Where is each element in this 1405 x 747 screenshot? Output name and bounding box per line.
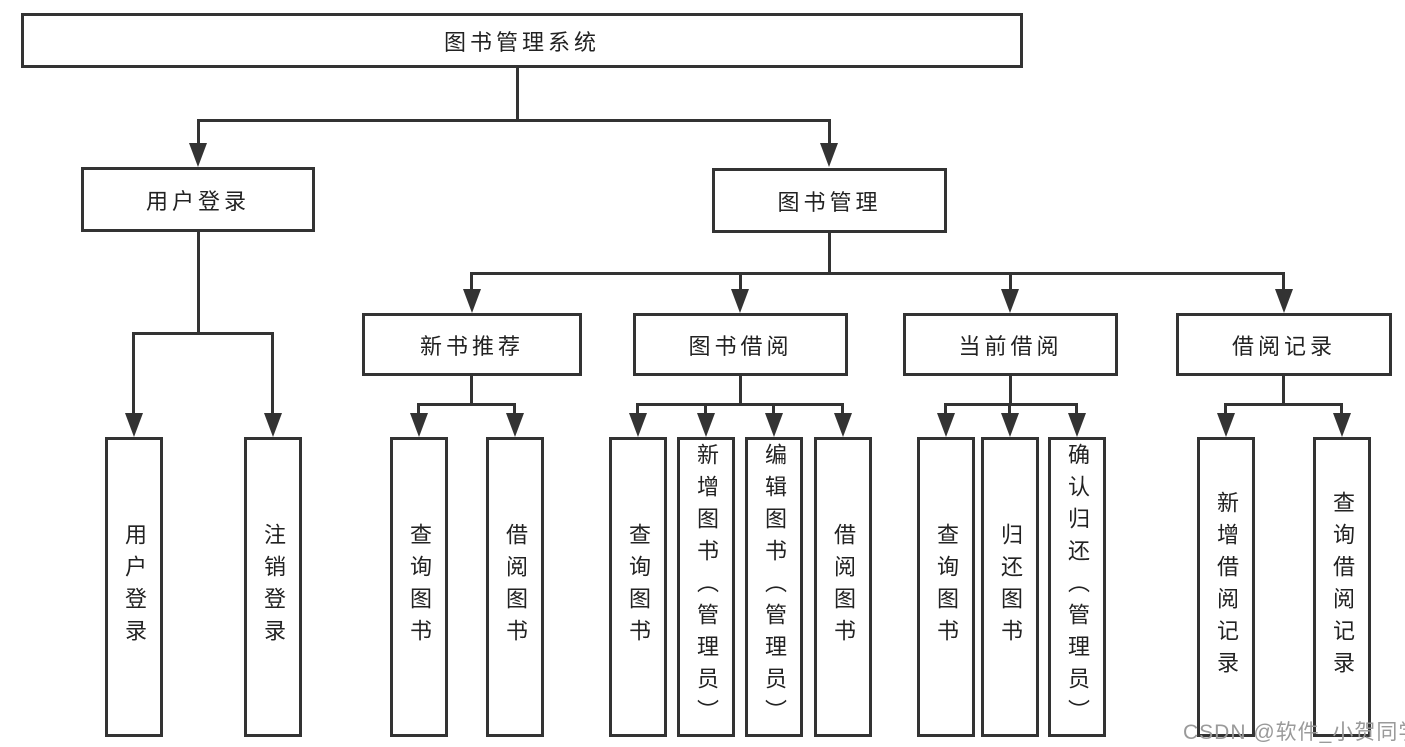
connector-line: [636, 403, 844, 406]
connector-line: [417, 403, 516, 406]
arrowhead-down: [463, 289, 481, 313]
node-leaf-borrow-books-recommend: 借阅图书: [486, 437, 544, 737]
node-leaf-query-books-borrow: 查询图书: [609, 437, 667, 737]
connector-line: [1009, 272, 1012, 292]
connector-line: [197, 119, 200, 146]
node-leaf-query-books-recommend: 查询图书: [390, 437, 448, 737]
arrowhead-down: [1001, 413, 1019, 437]
connector-line: [704, 403, 707, 417]
node-book-management: 图书管理: [712, 168, 947, 233]
connector-line: [470, 272, 473, 292]
connector-line: [944, 403, 947, 417]
connector-line: [132, 332, 274, 335]
connector-line: [739, 272, 742, 292]
arrowhead-down: [1217, 413, 1235, 437]
arrowhead-down: [629, 413, 647, 437]
node-book-borrowing: 图书借阅: [633, 313, 848, 376]
connector-line: [1009, 376, 1012, 406]
connector-line: [470, 376, 473, 406]
node-borrowing-records: 借阅记录: [1176, 313, 1392, 376]
node-label: 查询图书: [934, 523, 959, 651]
node-leaf-borrow-books: 借阅图书: [814, 437, 872, 737]
connector-line: [1224, 403, 1227, 417]
connector-line: [1008, 403, 1011, 417]
arrowhead-down: [834, 413, 852, 437]
arrowhead-down: [1001, 289, 1019, 313]
arrowhead-down: [765, 413, 783, 437]
connector-line: [772, 403, 775, 417]
node-leaf-confirm-return-admin: 确认归还（管理员）: [1048, 437, 1106, 737]
node-label: 查询图书: [626, 523, 651, 651]
arrowhead-down: [1333, 413, 1351, 437]
node-label: 归还图书: [998, 523, 1023, 651]
arrowhead-down: [264, 413, 282, 437]
node-user-login: 用户登录: [81, 167, 315, 232]
connector-line: [636, 403, 639, 417]
node-label: 查询图书: [407, 523, 432, 651]
node-leaf-query-books-current: 查询图书: [917, 437, 975, 737]
node-label: 新增图书（管理员）: [694, 443, 719, 731]
connector-line: [1224, 403, 1343, 406]
connector-line: [828, 119, 831, 146]
connector-line: [1340, 403, 1343, 417]
arrowhead-down: [1275, 289, 1293, 313]
arrowhead-down: [937, 413, 955, 437]
arrowhead-down: [1068, 413, 1086, 437]
node-label: 图书管理: [777, 189, 882, 215]
node-label: 用户登录: [145, 188, 250, 214]
node-label: 编辑图书（管理员）: [762, 443, 787, 731]
node-leaf-add-books-admin: 新增图书（管理员）: [677, 437, 735, 737]
node-leaf-return-books: 归还图书: [981, 437, 1039, 737]
connector-line: [1282, 376, 1285, 406]
node-library-management-system: 图书管理系统: [21, 13, 1023, 68]
arrowhead-down: [820, 143, 838, 167]
node-leaf-edit-books-admin: 编辑图书（管理员）: [745, 437, 803, 737]
connector-line: [197, 119, 831, 122]
connector-line: [516, 68, 519, 121]
node-label: 注销登录: [261, 523, 286, 651]
arrowhead-down: [189, 143, 207, 167]
node-new-book-recommend: 新书推荐: [362, 313, 582, 376]
watermark-text: CSDN @软件_小贺同学: [1183, 721, 1405, 744]
node-label: 确认归还（管理员）: [1065, 443, 1090, 731]
arrowhead-down: [731, 289, 749, 313]
node-label: 查询借阅记录: [1330, 491, 1355, 683]
node-label: 新书推荐: [419, 333, 524, 359]
node-label: 图书借阅: [688, 333, 793, 359]
node-label: 借阅图书: [503, 523, 528, 651]
connector-line: [1282, 272, 1285, 292]
node-leaf-add-borrow-record: 新增借阅记录: [1197, 437, 1255, 737]
arrowhead-down: [410, 413, 428, 437]
connector-line: [1075, 403, 1078, 417]
node-label: 借阅图书: [831, 523, 856, 651]
node-label: 用户登录: [122, 523, 147, 651]
connector-line: [271, 332, 274, 415]
connector-line: [470, 272, 1285, 275]
node-leaf-user-login: 用户登录: [105, 437, 163, 737]
node-current-borrowing: 当前借阅: [903, 313, 1118, 376]
arrowhead-down: [697, 413, 715, 437]
connector-line: [841, 403, 844, 417]
connector-line: [132, 332, 135, 415]
connector-line: [739, 376, 742, 406]
connector-line: [197, 232, 200, 335]
connector-line: [513, 403, 516, 417]
node-label: 图书管理系统: [443, 29, 600, 55]
connector-line: [828, 233, 831, 274]
node-label: 借阅记录: [1231, 333, 1336, 359]
connector-line: [417, 403, 420, 417]
arrowhead-down: [506, 413, 524, 437]
connector-line: [944, 403, 1078, 406]
node-leaf-logout: 注销登录: [244, 437, 302, 737]
node-label: 新增借阅记录: [1214, 491, 1239, 683]
node-leaf-query-borrow-record: 查询借阅记录: [1313, 437, 1371, 737]
arrowhead-down: [125, 413, 143, 437]
node-label: 当前借阅: [958, 333, 1063, 359]
